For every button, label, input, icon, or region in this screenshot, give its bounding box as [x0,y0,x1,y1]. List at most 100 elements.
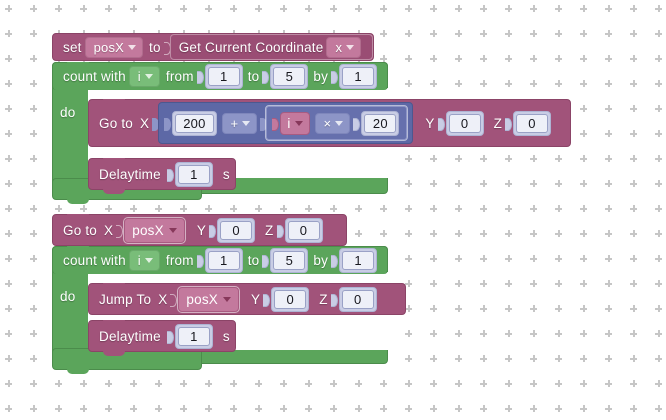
grid-dot [30,380,37,387]
grid-dot [405,205,412,212]
grid-dot [230,205,237,212]
math-add-operator-dropdown[interactable]: + [221,112,258,134]
math-multiply-right-input[interactable]: 20 [364,113,397,133]
grid-dot [555,180,562,187]
delaytime-1-input[interactable]: 1 [177,164,210,184]
grid-dot [630,105,637,112]
goto-2-z-input[interactable]: 0 [287,220,320,240]
math-multiply-operator-dropdown[interactable]: × [314,112,351,134]
grid-dot [330,5,337,12]
grid-dot [530,80,537,87]
jump-to-z-input[interactable]: 0 [341,289,374,309]
chevron-down-icon [294,120,303,126]
grid-dot [605,205,612,212]
jump-to-xyz-block[interactable]: Jump To X posX Y 0 Z 0 [88,283,406,315]
grid-dot [530,30,537,37]
math-multiply-left-variable-block[interactable]: i [280,111,310,135]
loop-2-by-shadow[interactable]: 1 [339,248,378,273]
loop-block-1-header[interactable]: count with i from 1 to 5 by 1 [52,62,388,90]
loop-2-by-input[interactable]: 1 [342,251,375,270]
grid-dot [630,180,637,187]
grid-dot [305,205,312,212]
goto-1-y-input[interactable]: 0 [448,113,481,133]
jump-to-y-input[interactable]: 0 [274,289,307,309]
loop-1-to-shadow[interactable]: 5 [270,64,309,89]
grid-dot [55,5,62,12]
grid-dot [630,355,637,362]
grid-dot [5,355,12,362]
grid-dot [5,180,12,187]
loop-2-from-shadow[interactable]: 1 [204,248,243,273]
grid-dot [330,205,337,212]
grid-dot [580,80,587,87]
loop-1-from-label: from [165,69,194,84]
grid-dot [30,305,37,312]
grid-dot [505,280,512,287]
loop-block-2-header[interactable]: count with i from 1 to 5 by 1 [52,246,388,274]
grid-dot [205,205,212,212]
math-multiply-right-shadow[interactable]: 20 [361,110,400,136]
grid-dot [130,380,137,387]
math-add-left-input[interactable]: 200 [175,113,214,133]
jump-to-y-shadow[interactable]: 0 [271,286,310,312]
get-current-coordinate-block[interactable]: Get Current Coordinate x [169,34,374,60]
delaytime-block-2[interactable]: Delaytime 1 s [88,320,236,356]
loop-1-variable-dropdown[interactable]: i [128,66,160,87]
loop-1-by-shadow[interactable]: 1 [339,64,378,89]
grid-dot [555,55,562,62]
grid-dot [605,255,612,262]
grid-dot [430,255,437,262]
loop-1-by-input[interactable]: 1 [342,67,375,86]
grid-dot [580,380,587,387]
value-socket-plug [209,224,217,238]
jump-to-x-variable-block[interactable]: posX [177,285,240,313]
goto-1-y-shadow[interactable]: 0 [445,110,484,136]
math-add-block[interactable]: 200 + i × 20 [158,102,414,144]
grid-dot [480,205,487,212]
grid-dot [30,155,37,162]
grid-dot [480,305,487,312]
set-variable-block[interactable]: set posX to Get Current Coordinate x [52,33,374,61]
loop-2-variable-dropdown[interactable]: i [128,250,160,271]
math-multiply-block[interactable]: i × 20 [265,105,409,141]
grid-dot [105,205,112,212]
grid-dot [630,130,637,137]
grid-dot [380,205,387,212]
grid-dot [280,5,287,12]
delaytime-2-shadow[interactable]: 1 [174,323,213,349]
socket-plug [262,70,270,84]
grid-dot [155,380,162,387]
delaytime-block-1[interactable]: Delaytime 1 s [88,158,236,194]
math-add-operator-value: + [230,115,239,131]
goto-xyz-block-2[interactable]: Go to X posX Y 0 Z 0 [52,214,347,246]
coordinate-axis-dropdown[interactable]: x [326,36,362,58]
goto-2-y-shadow[interactable]: 0 [217,217,256,243]
goto-1-z-shadow[interactable]: 0 [513,110,552,136]
loop-1-to-input[interactable]: 5 [273,67,306,86]
goto-2-z-shadow[interactable]: 0 [284,217,323,243]
value-socket-plug [170,293,178,307]
goto-2-y-input[interactable]: 0 [220,220,253,240]
loop-2-to-input[interactable]: 5 [273,251,306,270]
jump-to-z-shadow[interactable]: 0 [338,286,377,312]
grid-dot [255,380,262,387]
value-socket-plug [437,117,445,131]
loop-2-from-input[interactable]: 1 [207,251,240,270]
loop-1-from-shadow[interactable]: 1 [204,64,243,89]
delaytime-2-input[interactable]: 1 [177,326,210,346]
goto-xyz-block-1[interactable]: Go to X 200 + i × [88,99,571,147]
grid-dot [655,105,662,112]
grid-dot [455,155,462,162]
goto-1-z-input[interactable]: 0 [516,113,549,133]
grid-dot [505,5,512,12]
math-add-left-shadow[interactable]: 200 [172,110,217,136]
set-variable-dropdown[interactable]: posX [84,36,144,58]
loop-1-from-input[interactable]: 1 [207,67,240,86]
loop-2-to-shadow[interactable]: 5 [270,248,309,273]
delaytime-1-shadow[interactable]: 1 [174,161,213,187]
grid-dot [455,280,462,287]
grid-dot [505,30,512,37]
grid-dot [630,405,637,412]
goto-2-x-variable-block[interactable]: posX [123,216,186,244]
